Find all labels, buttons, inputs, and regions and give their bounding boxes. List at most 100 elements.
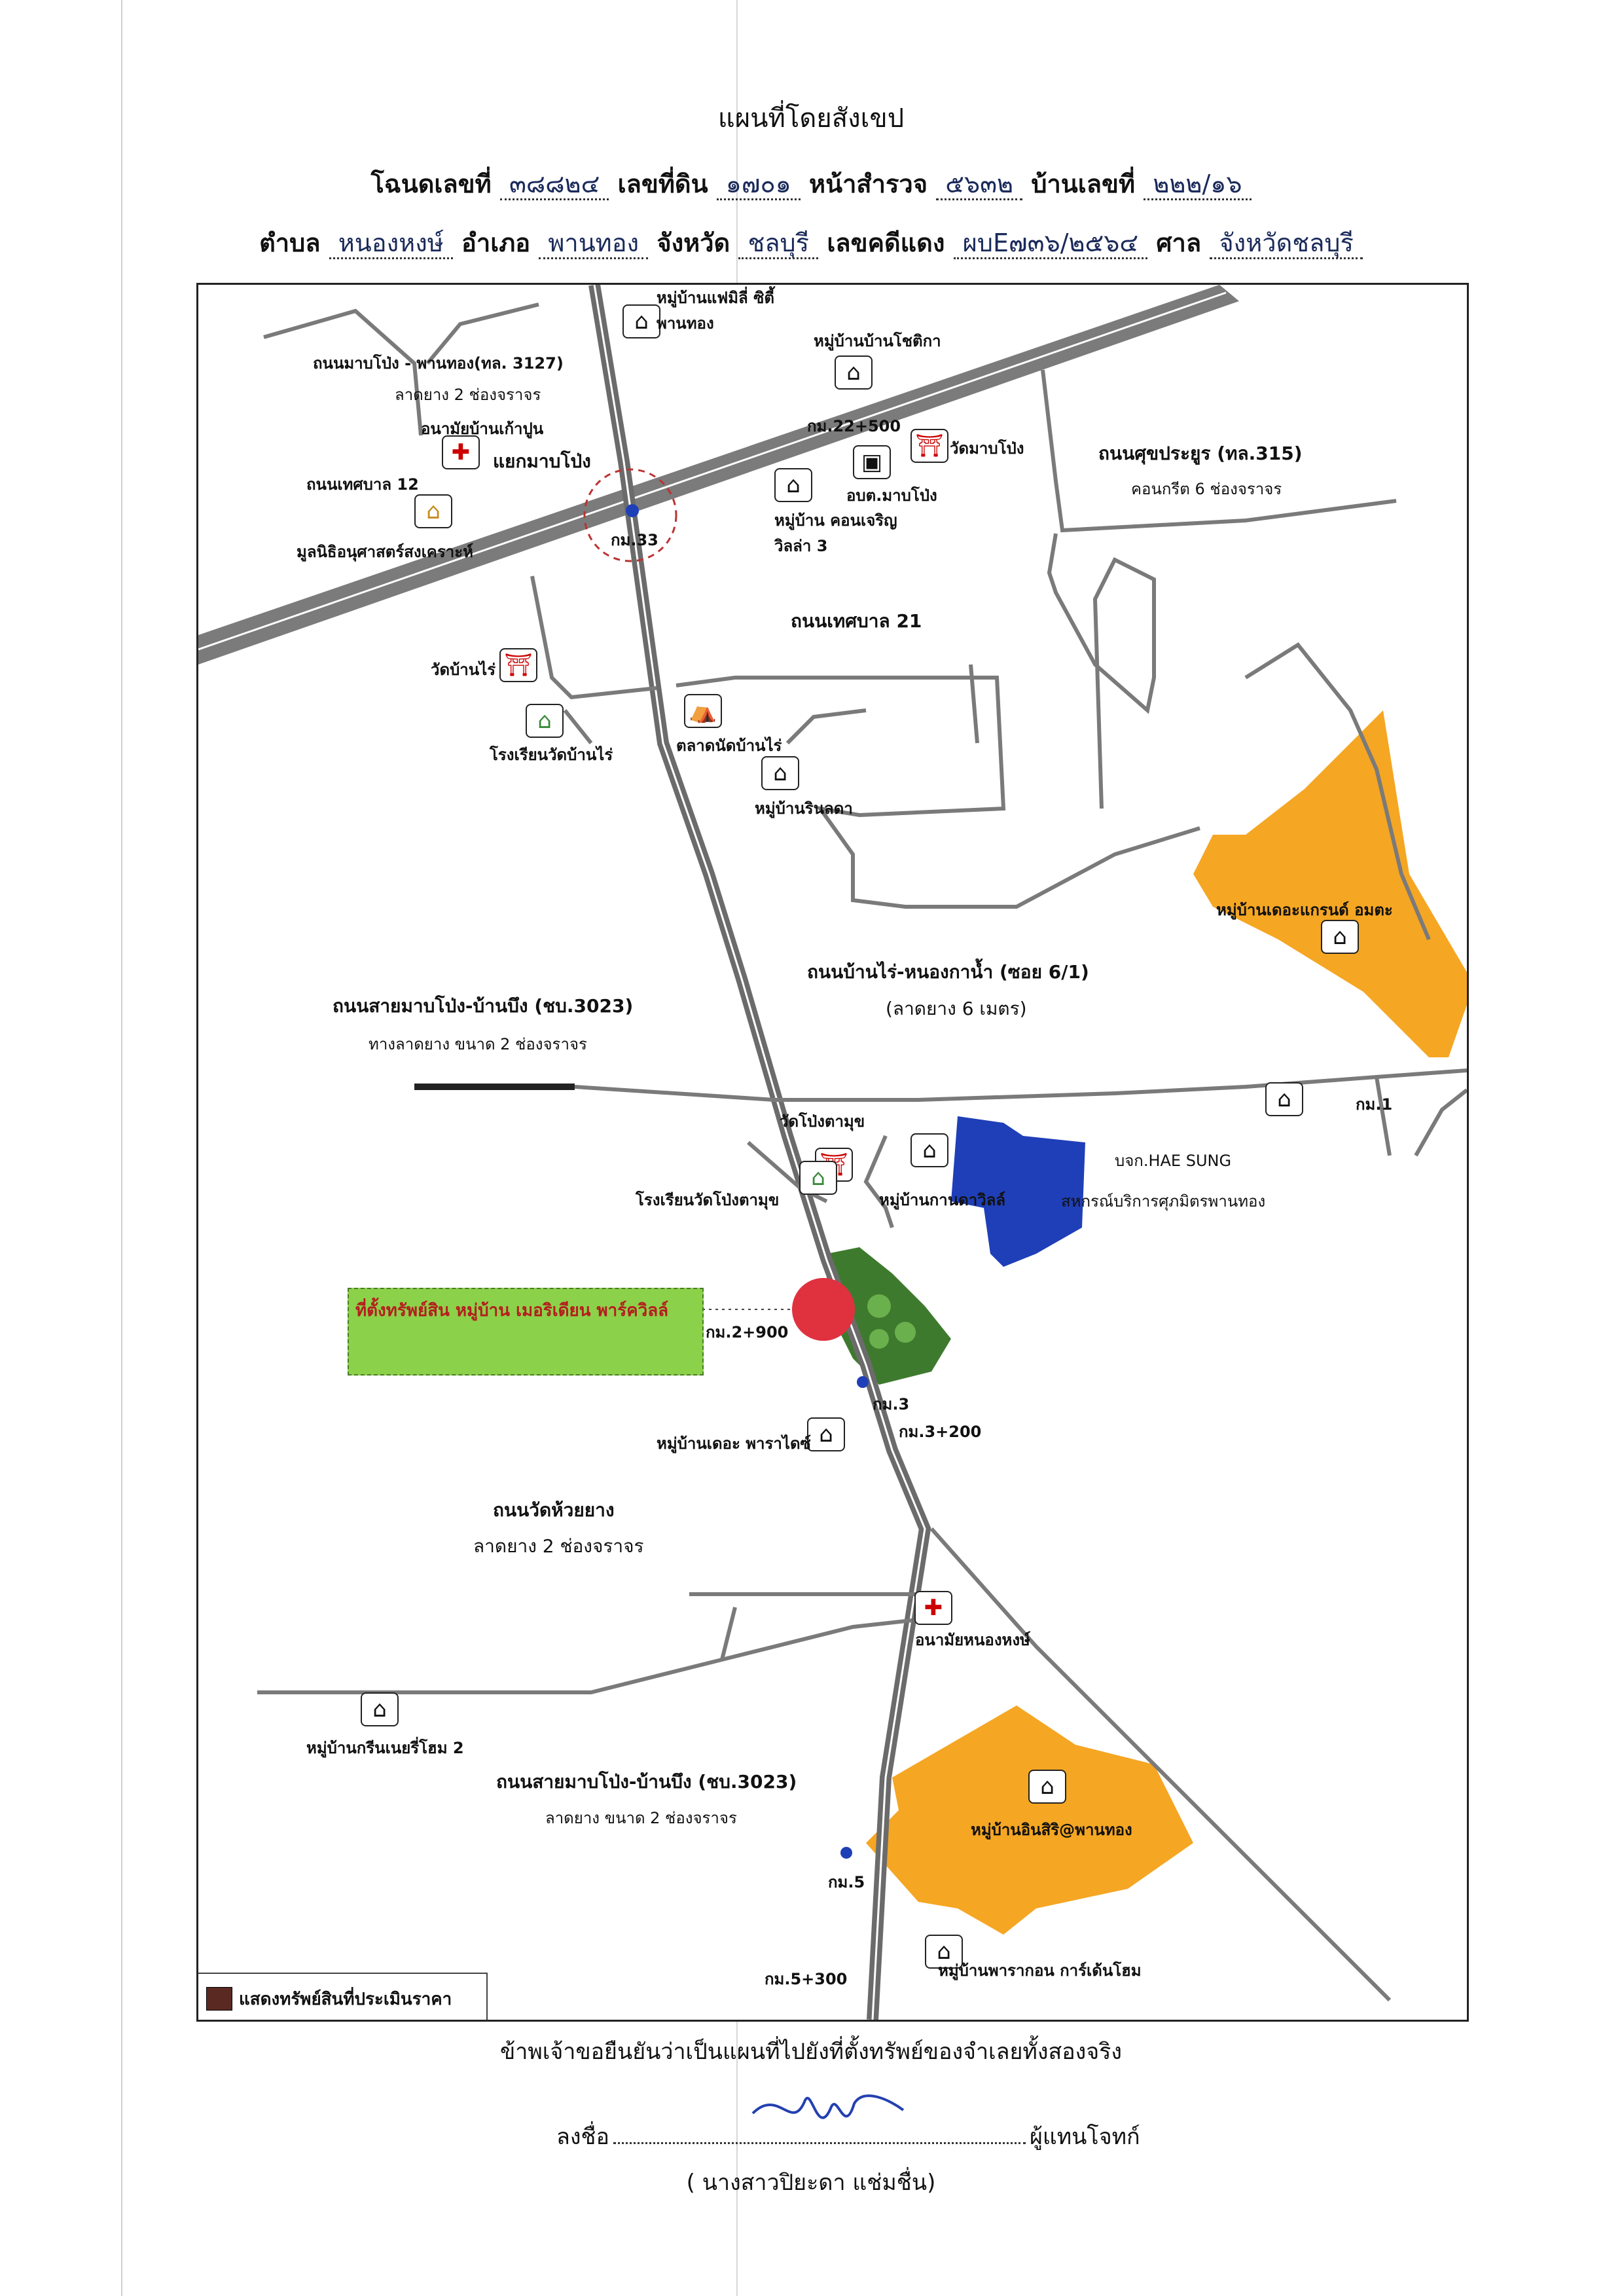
village-icon: ⌂ xyxy=(1321,920,1359,954)
label-temple-pongtamu: วัดโป่งตามุข xyxy=(780,1112,865,1131)
label-km5300: กม.5+300 xyxy=(765,1970,848,1988)
label-health-center-1: อนามัยบ้านเก้าปูน xyxy=(421,420,544,438)
green-dot xyxy=(867,1294,891,1318)
label-village-chotika: หมู่บ้านบ้านโชติกา xyxy=(814,332,941,350)
asset-location-box: ที่ตั้งทรัพย์สิน หมู่บ้าน เมอริเดียน พาร… xyxy=(348,1288,704,1376)
label-village-paradise: หมู่บ้านเดอะ พาราไดซ์ xyxy=(657,1434,811,1453)
temple-icon: ⛩ xyxy=(910,429,948,463)
signer-name: ( นางสาวปิยะดา แช่มชื่น) xyxy=(686,2170,936,2196)
label-km-marker-top: กม.22+500 xyxy=(807,417,901,435)
map-title: แผนที่โดยสังเขป xyxy=(717,103,905,134)
survey-label: หน้าสำรวจ xyxy=(809,170,928,198)
highway-315 xyxy=(198,285,1239,665)
label-foundation: มูลนิธิอนุศาสตร์สงเคราะห์ xyxy=(297,543,473,561)
village-icon: ⌂ xyxy=(761,756,799,790)
house-icon: ⌂ xyxy=(1265,1082,1303,1116)
province-label: จังหวัด xyxy=(657,228,730,257)
label-road-mabpong-banbueng-sub: ทางลาดยาง ขนาด 2 ช่องจราจร xyxy=(369,1035,587,1053)
court-label: ศาล xyxy=(1156,228,1202,257)
deed-info-line: โฉนดเลขที่ ๓๘๘๒๔ เลขที่ดิน ๑๗๐๑ หน้าสำรว… xyxy=(0,164,1622,204)
junction-circle xyxy=(583,468,677,562)
legend-swatch xyxy=(206,1987,232,2011)
subdistrict-label: ตำบล xyxy=(259,228,321,257)
label-road-sukprayoon: ถนนศุขประยูร (ทล.315) xyxy=(1098,443,1303,464)
asset-location-label: ที่ตั้งทรัพย์สิน หมู่บ้าน เมอริเดียน พาร… xyxy=(355,1301,669,1321)
label-school-pongtamu: โรงเรียนวัดโป่งตามุข xyxy=(636,1191,780,1209)
label-road-huaiyang-sub: ลาดยาง 2 ช่องจราจร xyxy=(473,1535,644,1557)
label-health-center-2: อนามัยหนองหงษ์ xyxy=(915,1631,1030,1649)
label-village-charoen: หมู่บ้าน คอนเจริญวิลล่า 3 xyxy=(774,511,897,555)
village-icon: ⌂ xyxy=(835,355,873,390)
map-roads xyxy=(198,285,1467,2020)
sign-label: ลงชื่อ xyxy=(556,2124,609,2150)
label-company-haesung: บจก.HAE SUNG xyxy=(1115,1152,1232,1170)
label-obt-mabpong: อบต.มาบโป่ง xyxy=(846,486,937,505)
label-road-huaiyang: ถนนวัดห้วยยาง xyxy=(493,1499,615,1521)
legend-text: แสดงทรัพย์สินที่ประเมินราคา xyxy=(239,1990,452,2009)
village-icon: ⌂ xyxy=(774,468,812,502)
label-village-rinlada: หมู่บ้านรินลดา xyxy=(755,799,853,818)
house-number: ๒๒๒/๑๖ xyxy=(1144,170,1252,200)
km3-marker xyxy=(857,1376,869,1388)
label-road-mabpong-banbueng-2: ถนนสายมาบโป่ง-บ้านบึง (ชบ.3023) xyxy=(496,1771,797,1793)
temple-icon: ⛩ xyxy=(499,648,537,682)
green-dot xyxy=(869,1329,889,1349)
blue-zone-kanda xyxy=(951,1116,1085,1267)
map-legend: แสดงทรัพย์สินที่ประเมินราคา xyxy=(198,1973,488,2020)
label-km2900: กม.2+900 xyxy=(706,1323,789,1341)
deed-number: ๓๘๘๒๔ xyxy=(499,170,609,200)
school-icon: ⌂ xyxy=(799,1161,837,1195)
km33-marker xyxy=(626,504,639,517)
label-village-inside: หมู่บ้านอินสิริ@พานทอง xyxy=(971,1821,1132,1839)
label-village-grand: หมู่บ้านเดอะแกรนด์ อมตะ xyxy=(1216,901,1393,919)
orange-zone-grand-amata xyxy=(1193,710,1467,1057)
hospital-icon: ✚ xyxy=(914,1591,952,1625)
asset-circle xyxy=(792,1278,855,1341)
confirmation-statement: ข้าพเจ้าขอยืนยันว่าเป็นแผนที่ไปยังที่ตั้… xyxy=(499,2039,1123,2065)
label-junction: แยกมาบโป่ง xyxy=(493,450,591,472)
label-road-tessaban-21: ถนนเทศบาล 21 xyxy=(791,610,922,632)
label-village-paragon: หมู่บ้านพารากอน การ์เด้นโฮม xyxy=(938,1961,1142,1980)
deed-label: โฉนดเลขที่ xyxy=(370,170,492,198)
handwritten-signature xyxy=(751,2094,905,2119)
location-info-line: ตำบล หนองหงษ์ อำเภอ พานทอง จังหวัด ชลบุร… xyxy=(0,223,1622,263)
district-value: พานทอง xyxy=(539,228,649,259)
signature-dots xyxy=(613,2142,1026,2144)
hospital-icon: ✚ xyxy=(442,435,480,469)
school-icon: ⌂ xyxy=(526,704,564,738)
land-label: เลขที่ดิน xyxy=(617,170,708,198)
label-road-banrai: ถนนบ้านไร่-หนองกาน้ำ (ซอย 6/1) xyxy=(807,961,1089,983)
sketch-map: ⌂ ⌂ ✚ ⌂ ⛩ ▣ ⌂ ⛩ ⌂ ⛺ ⌂ ⌂ ⛩ ⌂ ⌂ ⌂ ⌂ ✚ ⌂ ⌂ … xyxy=(196,283,1469,2022)
label-school-banrai: โรงเรียนวัดบ้านไร่ xyxy=(490,746,613,764)
label-road-mabpong-banbueng: ถนนสายมาบโป่ง-บ้านบึง (ชบ.3023) xyxy=(333,995,634,1017)
label-village-family: หมู่บ้านแฟมิลี่ ซิตี้ พานทอง xyxy=(657,289,774,333)
orange-zone-insiri xyxy=(866,1705,1193,1935)
label-km1: กม.1 xyxy=(1356,1095,1393,1114)
building-icon: ⌂ xyxy=(414,494,452,528)
government-icon: ▣ xyxy=(853,445,891,479)
label-village-green: หมู่บ้านกรีนเนยรี่โฮม 2 xyxy=(306,1739,464,1757)
label-market-banrai: ตลาดนัดบ้านไร่ xyxy=(676,737,782,755)
label-temple-banrai: วัดบ้านไร่ xyxy=(431,661,496,679)
page-margin-line xyxy=(121,0,122,2296)
green-dot xyxy=(895,1322,916,1343)
case-label: เลขคดีแดง xyxy=(827,228,945,257)
label-road-tessaban-12: ถนนเทศบาล 12 xyxy=(306,475,419,494)
province-value: ชลบุรี xyxy=(738,228,819,259)
label-road-mabpong-panthong: ถนนมาบโป่ง - พานทอง(ทล. 3127) xyxy=(313,354,564,373)
signer-role: ผู้แทนโจทก์ xyxy=(1029,2124,1140,2150)
label-km3: กม.3 xyxy=(873,1395,910,1413)
km5-marker xyxy=(840,1847,852,1859)
label-road-sub: ลาดยาง 2 ช่องจราจร xyxy=(395,386,541,404)
house-label: บ้านเลขที่ xyxy=(1031,170,1136,198)
label-village-kanda: หมู่บ้านกานดาวิลล์ xyxy=(879,1191,1006,1209)
subdistrict-value: หนองหงษ์ xyxy=(329,228,453,259)
signature-line: ลงชื่อ ผู้แทนโจทก์ xyxy=(556,2119,1140,2154)
label-km5: กม.5 xyxy=(828,1873,865,1891)
label-road-sukprayoon-sub: คอนกรีต 6 ช่องจราจร xyxy=(1131,480,1282,498)
label-km33: กม.33 xyxy=(611,531,658,549)
village-icon: ⌂ xyxy=(361,1692,399,1726)
village-icon: ⌂ xyxy=(910,1133,948,1167)
label-road-banrai-sub: (ลาดยาง 6 เมตร) xyxy=(886,998,1027,1019)
label-km3200: กม.3+200 xyxy=(899,1423,982,1441)
